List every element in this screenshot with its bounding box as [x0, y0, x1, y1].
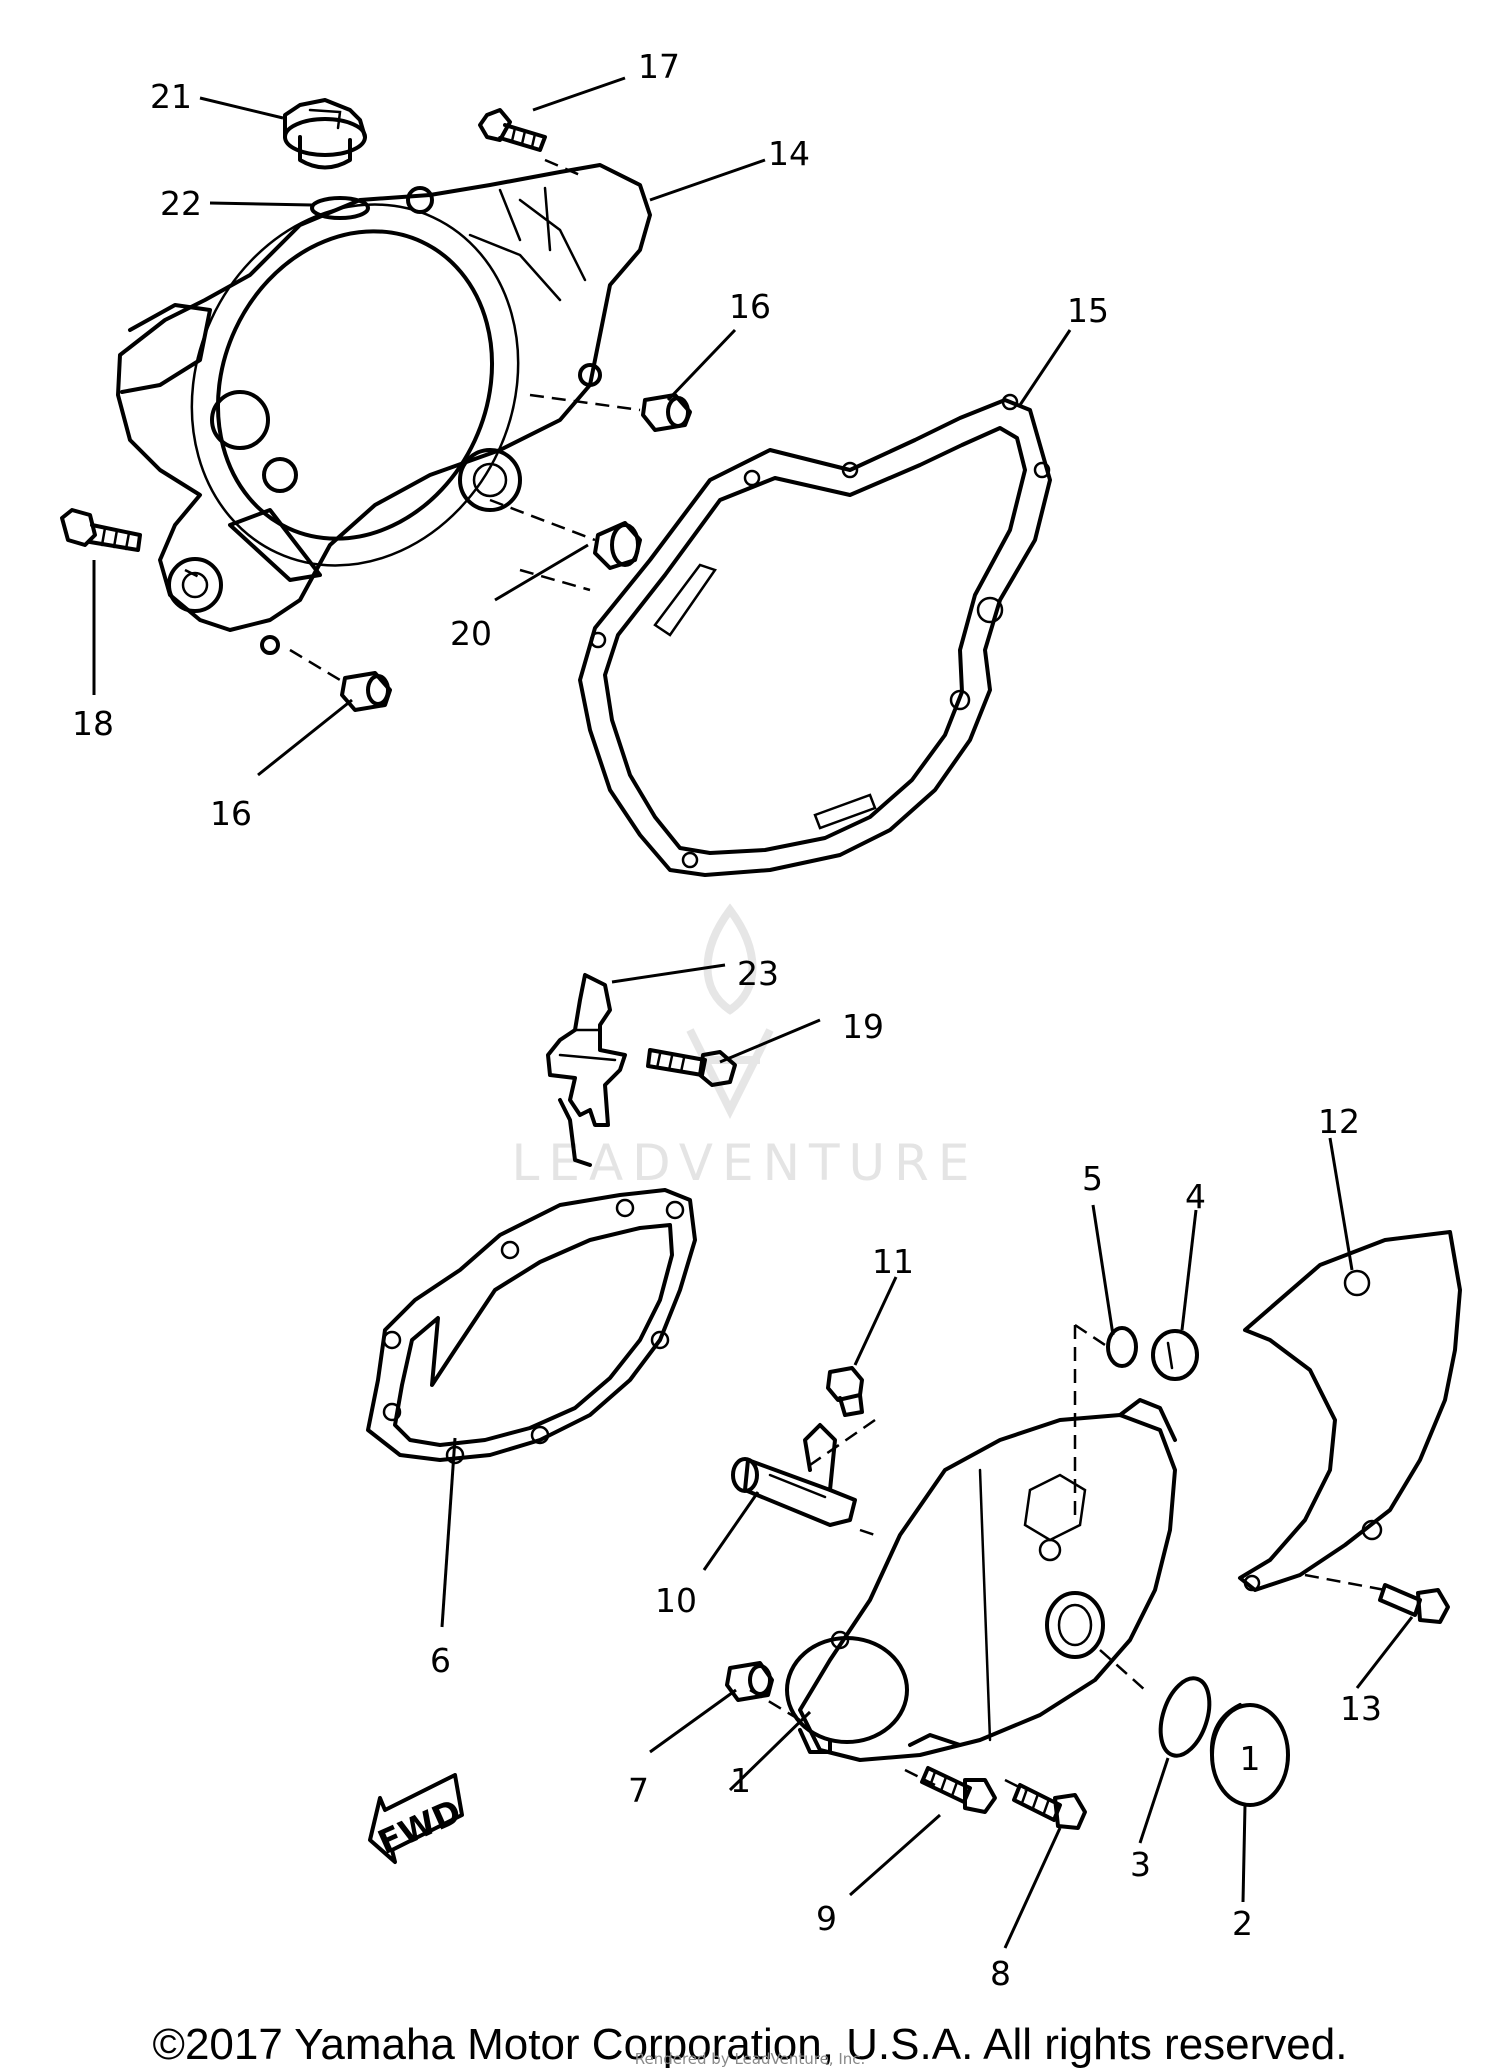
callout-3: 3: [1130, 1845, 1151, 1884]
callout-10: 10: [655, 1581, 697, 1620]
gasket-15: [578, 393, 1052, 877]
cap-mark: 1: [1240, 1739, 1261, 1778]
callout-11: 11: [872, 1242, 914, 1281]
alignment-lines: [184, 158, 1386, 1792]
callout-22: 22: [160, 184, 202, 223]
callout-19: 19: [842, 1007, 884, 1046]
rendered-by-note: Rendered by LeadVenture, Inc.: [634, 2050, 866, 2068]
bolt-18: [60, 508, 142, 552]
callout-4: 4: [1185, 1177, 1206, 1216]
callout-20: 20: [450, 614, 492, 653]
copyright-notice: ©2017 Yamaha Motor Corporation, U.S.A. A…: [152, 2020, 1348, 2069]
dowel-pin-7: [725, 1661, 774, 1702]
callout-18: 18: [72, 704, 114, 743]
o-ring-5: [1106, 1326, 1138, 1368]
callout-14: 14: [768, 134, 810, 173]
oil-seal-20: [593, 521, 642, 570]
callout-16-lower: 16: [210, 794, 252, 833]
leader-lines: [92, 76, 1414, 1949]
dowel-pin-16-upper: [641, 393, 692, 432]
callout-7: 7: [628, 1771, 649, 1810]
crankcase-cover-outer: [785, 1398, 1177, 1762]
callout-15: 15: [1067, 291, 1109, 330]
oil-filler-cap: [283, 98, 367, 170]
callout-labels: 1 2 3 4 5 6 7 8 9 10 11 12 13 14 15 16 1…: [72, 47, 1382, 1993]
callout-23: 23: [737, 954, 779, 993]
bracket-23: [546, 973, 627, 1167]
bolt-17: [478, 108, 547, 152]
callout-17: 17: [638, 47, 680, 86]
bolt-9: [920, 1766, 997, 1814]
cover-plate-12: [1238, 1230, 1462, 1592]
callout-5: 5: [1082, 1159, 1103, 1198]
gasket-6: [366, 1188, 697, 1465]
dowel-pin-16-lower: [340, 671, 392, 712]
o-ring-22: [310, 196, 370, 220]
callout-2: 2: [1232, 1904, 1253, 1943]
o-ring-3: [1158, 1676, 1212, 1758]
callout-21: 21: [150, 77, 192, 116]
cap-2: 1: [1209, 1703, 1290, 1807]
callout-8: 8: [990, 1954, 1011, 1993]
plug-4: [1151, 1329, 1199, 1381]
shift-shaft-10: [731, 1423, 857, 1527]
fwd-label: FWD: [372, 1791, 467, 1862]
bolt-19: [646, 1048, 737, 1087]
forward-arrow: FWD: [368, 1773, 467, 1864]
bolt-8: [1012, 1783, 1087, 1830]
bolt-11: [826, 1366, 864, 1417]
callout-6: 6: [430, 1641, 451, 1680]
crankcase-cover-inner: [116, 163, 652, 655]
callout-9: 9: [816, 1899, 837, 1938]
callout-1: 1: [730, 1761, 751, 1800]
callout-12: 12: [1318, 1102, 1360, 1141]
callout-13: 13: [1340, 1689, 1382, 1728]
bolt-13: [1378, 1583, 1450, 1624]
callout-16-upper: 16: [729, 287, 771, 326]
